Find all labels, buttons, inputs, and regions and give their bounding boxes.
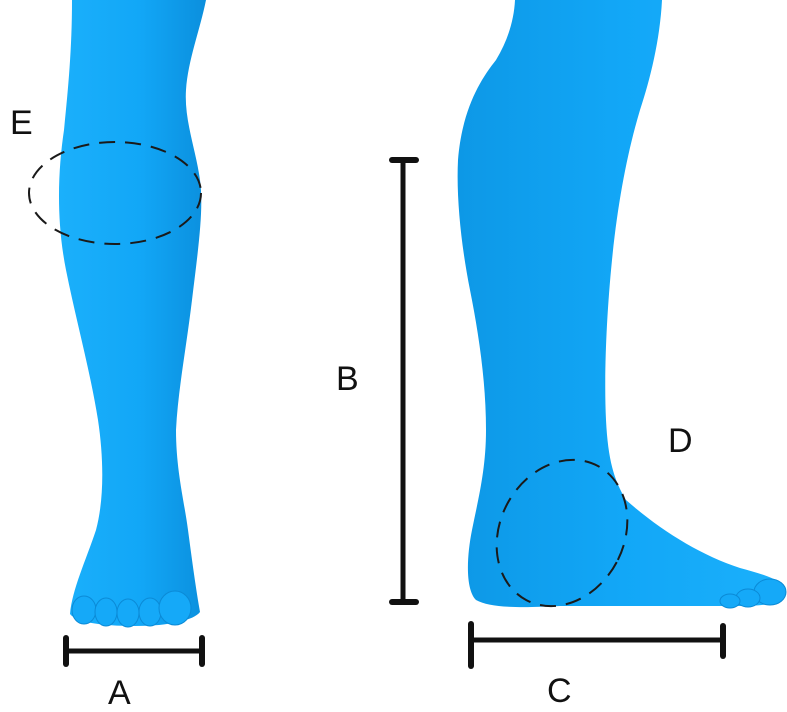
front-leg-shape	[59, 0, 206, 626]
side-leg	[458, 0, 786, 608]
label-e: E	[10, 106, 33, 140]
front-leg	[59, 0, 206, 627]
label-d: D	[668, 424, 693, 458]
measure-c	[471, 624, 723, 666]
side-leg-shape	[458, 0, 786, 607]
measure-a	[66, 638, 202, 664]
label-b: B	[336, 362, 359, 396]
measure-b	[392, 160, 416, 602]
label-c: C	[547, 674, 572, 708]
label-a: A	[108, 676, 131, 710]
